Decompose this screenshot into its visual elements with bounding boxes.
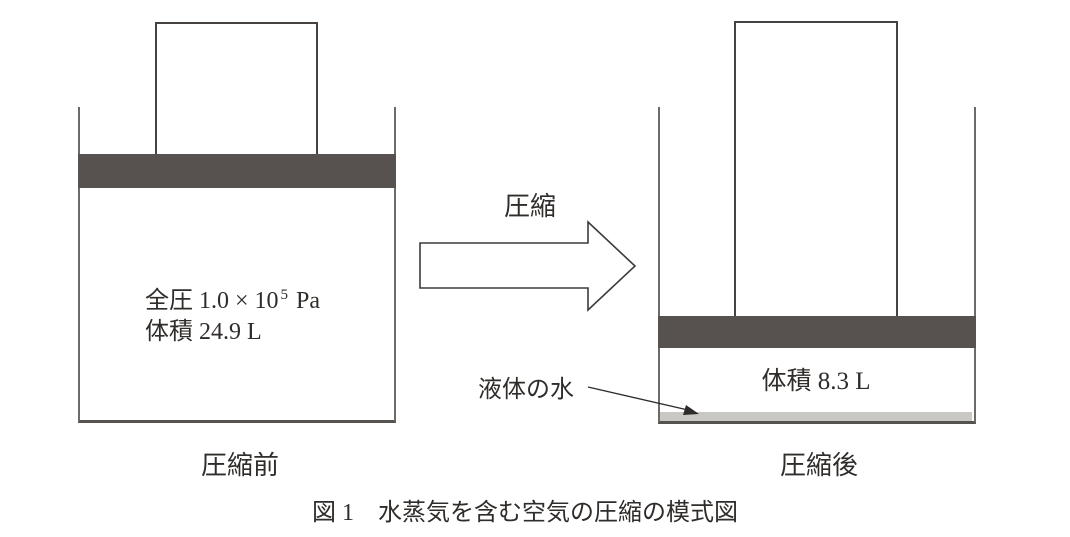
cylinder-after xyxy=(658,107,976,424)
pressure-value-prefix: 全圧 1.0 × 10 xyxy=(145,288,279,314)
liquid-water-label: 液体の水 xyxy=(478,377,574,403)
stage-label-before: 圧縮前 xyxy=(200,451,279,480)
weight-block-after xyxy=(734,21,898,318)
compression-arrow-icon xyxy=(419,220,637,312)
figure-caption: 図 1 水蒸気を含む空気の圧縮の模式図 xyxy=(312,500,738,526)
liquid-water-layer xyxy=(660,412,972,421)
volume-label-before: 体積 24.9 L xyxy=(145,319,262,345)
piston-after xyxy=(658,316,976,348)
piston-before xyxy=(78,154,396,188)
volume-label-after: 体積 8.3 L xyxy=(761,368,871,395)
compression-label: 圧縮 xyxy=(503,192,556,221)
weight-block-before xyxy=(155,22,318,156)
pressure-unit: Pa xyxy=(290,288,321,314)
stage-label-after: 圧縮後 xyxy=(779,451,858,480)
pressure-exponent: 5 xyxy=(280,287,289,303)
cylinder-before xyxy=(78,107,396,423)
